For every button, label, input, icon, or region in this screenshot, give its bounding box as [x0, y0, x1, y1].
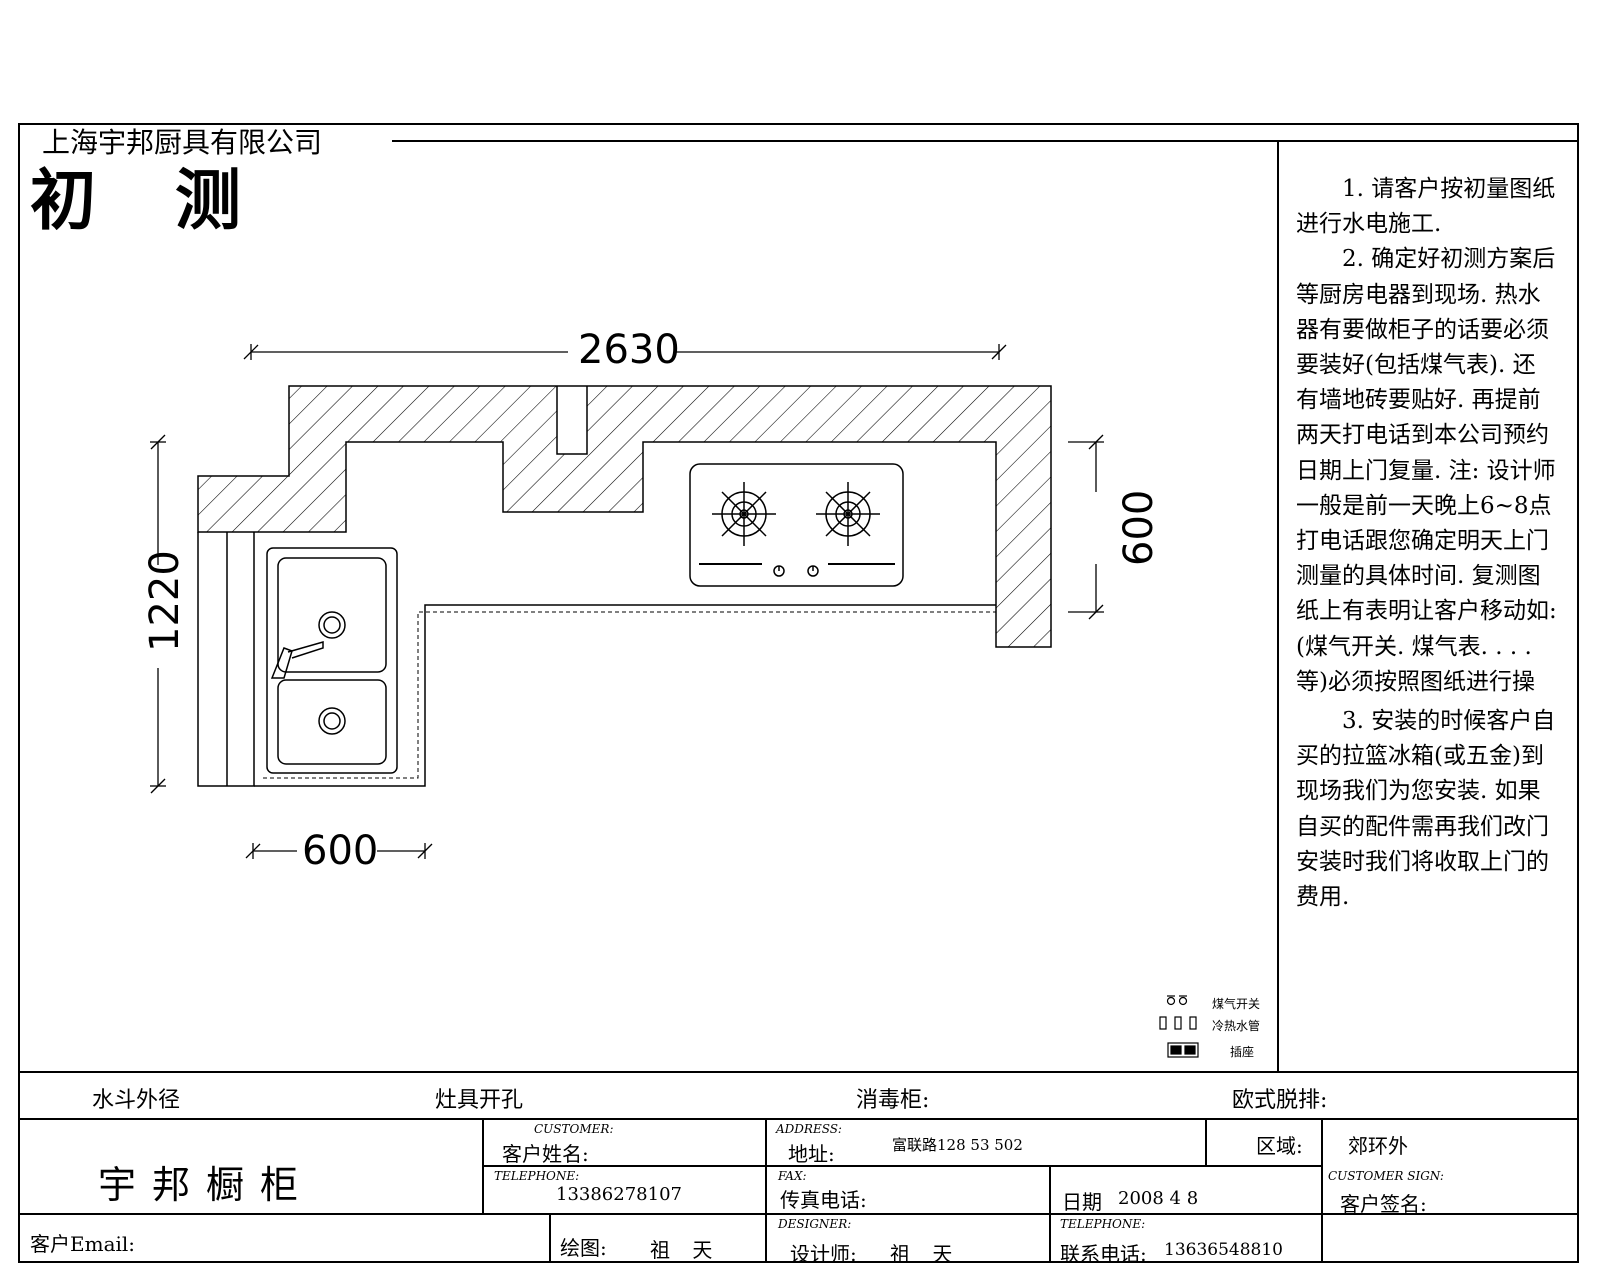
address-en-label: ADDRESS:	[776, 1122, 842, 1136]
fax-en-label: FAX:	[778, 1169, 807, 1183]
counter-outline	[197, 532, 996, 787]
wall-hatch	[197, 385, 1052, 648]
phone2-en-label: TELEPHONE:	[1060, 1217, 1146, 1231]
designer-value: 祖 天	[890, 1242, 961, 1266]
telephone-en-label: TELEPHONE:	[494, 1169, 580, 1183]
customer-sign-label: 客户签名:	[1340, 1192, 1427, 1216]
drawing-frame	[18, 123, 1579, 1263]
fax-label: 传真电话:	[780, 1188, 867, 1212]
sterilizer-label: 消毒柜:	[856, 1088, 930, 1113]
date-label: 日期	[1062, 1190, 1102, 1214]
burner-right	[816, 482, 880, 546]
customer-en-label: CUSTOMER:	[534, 1122, 614, 1136]
dimension-top-width: 2630	[578, 327, 680, 373]
legend-gas-switch: 煤气开关	[1212, 997, 1261, 1011]
drawing-by-label: 绘图:	[560, 1236, 607, 1260]
date-value: 2008 4 8	[1118, 1188, 1199, 1209]
designer-label: 设计师:	[790, 1242, 857, 1266]
customer-sign-en-label: CUSTOMER SIGN:	[1328, 1169, 1444, 1183]
notes-panel: 1. 请客户按初量图纸进行水电施工. 2. 确定好初测方案后等厨房电器到现场. …	[1296, 172, 1558, 915]
title-block-grid	[18, 1071, 1579, 1263]
dimension-lines	[150, 344, 1104, 859]
sink	[266, 547, 398, 774]
phone2-value: 13636548810	[1164, 1240, 1283, 1260]
brand-name: 宇邦橱柜	[98, 1163, 315, 1207]
phone2-label: 联系电话:	[1060, 1242, 1147, 1266]
legend-socket: 插座	[1230, 1045, 1255, 1059]
dimension-right-depth: 600	[1116, 489, 1162, 566]
note-2: 2. 确定好初测方案后等厨房电器到现场. 热水器有要做柜子的话要必须要装好(包括…	[1296, 246, 1557, 695]
address-label: 地址:	[788, 1142, 835, 1166]
burner-left	[712, 482, 776, 546]
document-title: 初 测	[30, 161, 269, 239]
area-label: 区域:	[1256, 1134, 1303, 1158]
gas-stove	[689, 463, 904, 587]
legend-water-pipe: 冷热水管	[1212, 1019, 1261, 1033]
designer-en-label: DESIGNER:	[778, 1217, 852, 1231]
telephone-value: 13386278107	[556, 1184, 682, 1205]
legend-symbols	[1159, 995, 1199, 1058]
dimension-bottom-width: 600	[302, 828, 379, 874]
address-value: 富联路128 53 502	[892, 1136, 1023, 1154]
area-value: 郊环外	[1348, 1134, 1408, 1158]
note-1: 1. 请客户按初量图纸进行水电施工.	[1296, 176, 1556, 238]
customer-email-label: 客户Email:	[30, 1232, 136, 1256]
range-hood-label: 欧式脱排:	[1232, 1088, 1328, 1113]
dimension-left-height-text: 1220	[142, 550, 188, 652]
stove-cutout-label: 灶具开孔	[435, 1088, 524, 1113]
customer-name-label: 客户姓名:	[502, 1142, 589, 1166]
drawing-by-value: 祖 天	[650, 1238, 721, 1262]
note-3: 3. 安装的时候客户自买的拉篮冰箱(或五金)到现场我们为您安装. 如果自买的配件…	[1296, 708, 1556, 911]
company-name: 上海宇邦厨具有限公司	[36, 126, 329, 160]
sink-diameter-label: 水斗外径	[92, 1088, 181, 1113]
